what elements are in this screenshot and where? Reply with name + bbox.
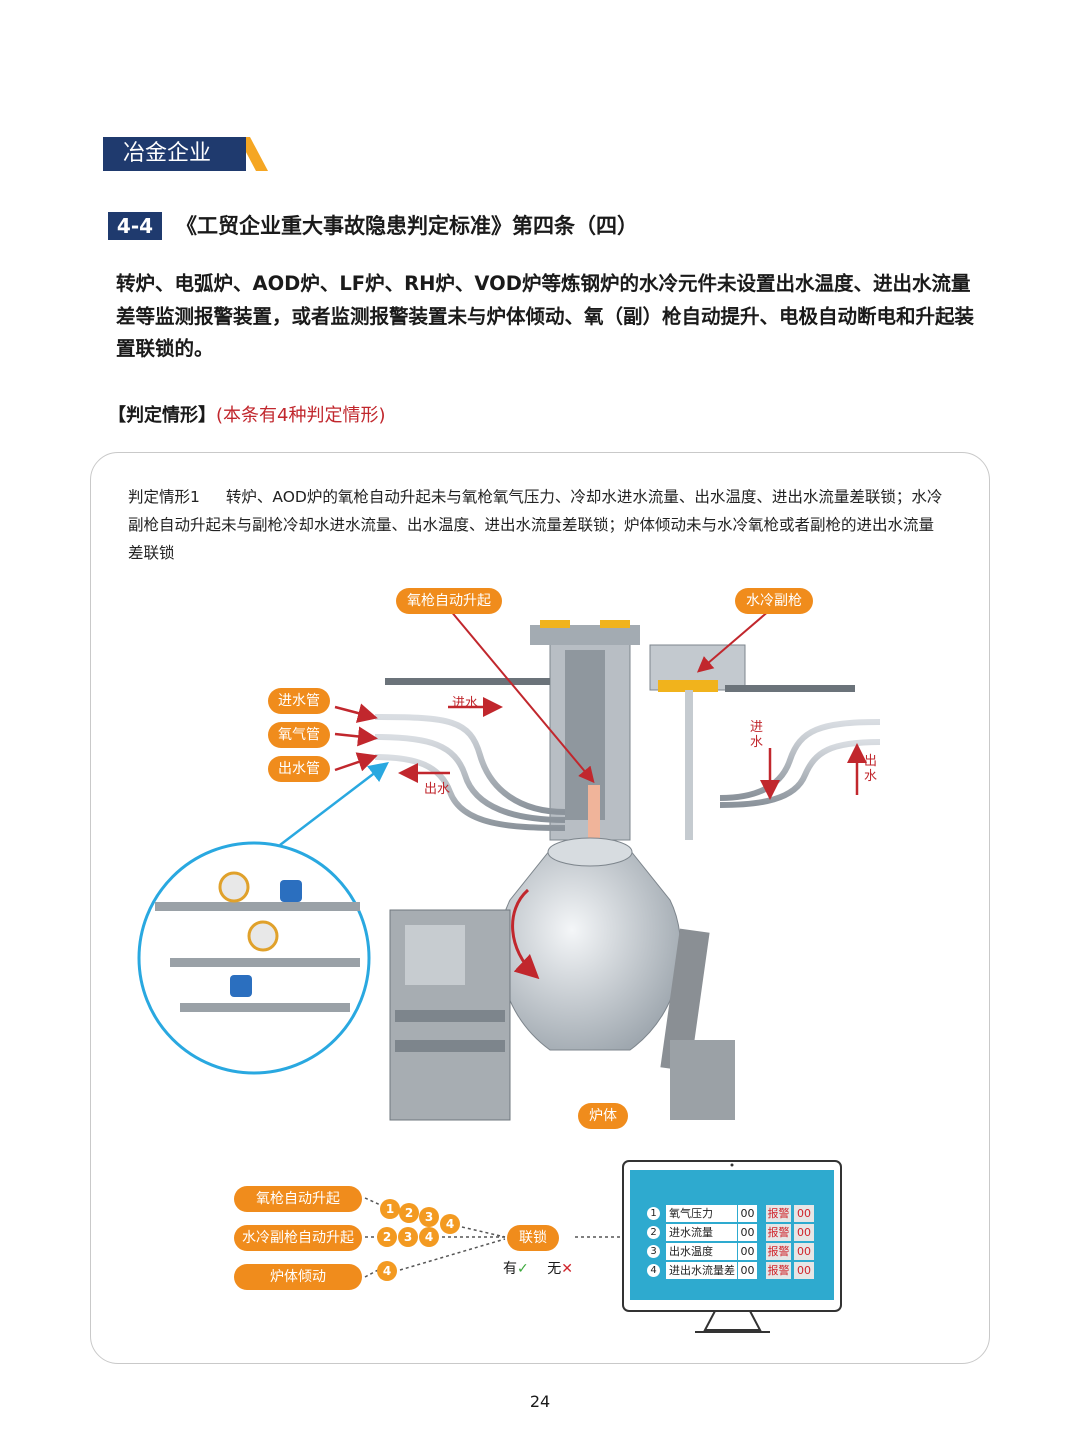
row-label: 氧气压力 [666,1205,737,1222]
page-number: 24 [529,1392,551,1411]
row-value: 00 [738,1205,757,1222]
judgment-heading: 【判定情形】(本条有4种判定情形) [108,402,386,430]
interlock-num: 3 [419,1207,439,1227]
alarm-tag: 报警 [766,1262,791,1279]
alarm-tag: 报警 [766,1243,791,1260]
case-panel [90,452,990,1364]
row-number: 4 [647,1264,660,1277]
interlock-num: 4 [377,1261,397,1281]
interlock-item-tilt: 炉体倾动 [234,1264,362,1290]
category-badge: 冶金企业 [103,137,245,171]
outlet-pipe-label: 出水管 [268,756,330,782]
check-icon: ✓ [517,1261,529,1277]
water-in-left-label: 进水 [452,696,479,711]
judgment-label: 【判定情形】 [108,405,216,426]
interlock-num: 2 [377,1227,397,1247]
interlock-num: 4 [419,1227,439,1247]
standard-paragraph: 转炉、电弧炉、AOD炉、LF炉、RH炉、VOD炉等炼钢炉的水冷元件未设置出水温度… [116,272,975,360]
furnace-label: 炉体 [578,1103,628,1129]
alarm-value: 00 [794,1205,814,1222]
sublance-label: 水冷副枪 [735,588,813,614]
legend-yes: 有 [503,1261,517,1277]
row-label: 进水流量 [666,1224,737,1241]
water-out-left-label: 出水 [424,782,451,797]
case-text: 转炉、AOD炉的氧枪自动升起未与氧枪氧气压力、冷却水进水流量、出水温度、进出水流… [128,488,943,562]
row-number: 1 [647,1207,660,1220]
row-label: 出水温度 [666,1243,737,1260]
water-out-right-label: 出水 [864,754,878,784]
alarm-value: 00 [794,1224,814,1241]
judgment-note: (本条有4种判定情形) [216,405,386,426]
section-title: 《工贸企业重大事故隐患判定标准》第四条（四） [176,214,638,238]
converter-illustration [137,609,881,1121]
water-in-right-label: 进水 [750,720,764,750]
row-number: 2 [647,1226,660,1239]
interlock-legend: 有✓ 无✕ [503,1259,573,1279]
interlock-num: 2 [399,1203,419,1223]
oxygen-pipe-label: 氧气管 [268,722,330,748]
legend-no: 无 [547,1261,562,1277]
row-value: 00 [738,1224,757,1241]
case-heading: 判定情形1 [128,488,200,506]
interlock-num: 3 [398,1227,418,1247]
alarm-value: 00 [794,1243,814,1260]
interlock-item-sublance: 水冷副枪自动升起 [234,1225,362,1251]
alarm-tag: 报警 [766,1205,791,1222]
interlock-center: 联锁 [507,1225,559,1251]
cross-icon: ✕ [561,1261,573,1277]
row-value: 00 [738,1262,757,1279]
row-number: 3 [647,1245,660,1258]
interlock-item-lance: 氧枪自动升起 [234,1186,362,1212]
section-number: 4-4 [108,212,162,240]
alarm-value: 00 [794,1262,814,1279]
row-label: 进出水流量差 [666,1262,737,1279]
inlet-pipe-label: 进水管 [268,688,330,714]
interlock-num: 1 [380,1199,400,1219]
oxygen-lance-label: 氧枪自动升起 [396,588,502,614]
interlock-num: 4 [440,1214,460,1234]
category-accent [238,137,268,171]
row-value: 00 [738,1243,757,1260]
alarm-tag: 报警 [766,1224,791,1241]
